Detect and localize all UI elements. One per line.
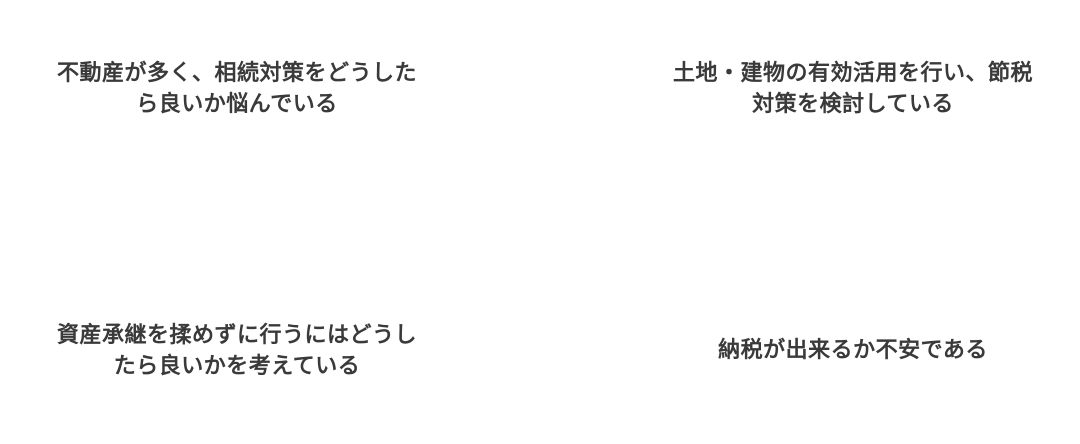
concern-text-line: 土地・建物の有効活用を行い、節税 — [672, 61, 1033, 86]
concern-text-line: 対策を検討している — [752, 92, 954, 117]
concern-text-line: たら良いかを考えている — [113, 354, 361, 379]
concern-item-inheritance-real-estate: 不動産が多く、相続対策をどうした ら良いか悩んでいる — [27, 58, 447, 120]
concern-text-line: 納税が出来るか不安である — [718, 338, 988, 363]
concern-item-land-utilization: 土地・建物の有効活用を行い、節税 対策を検討している — [643, 58, 1063, 120]
concern-item-tax-payment: 納税が出来るか不安である — [643, 335, 1063, 366]
concern-text-line: ら良いか悩んでいる — [136, 92, 338, 117]
concern-text-line: 資産承継を揉めずに行うにはどうし — [56, 323, 417, 348]
concern-text-line: 不動産が多く、相続対策をどうした — [56, 61, 417, 86]
concern-item-asset-succession: 資産承継を揉めずに行うにはどうし たら良いかを考えている — [27, 320, 447, 382]
